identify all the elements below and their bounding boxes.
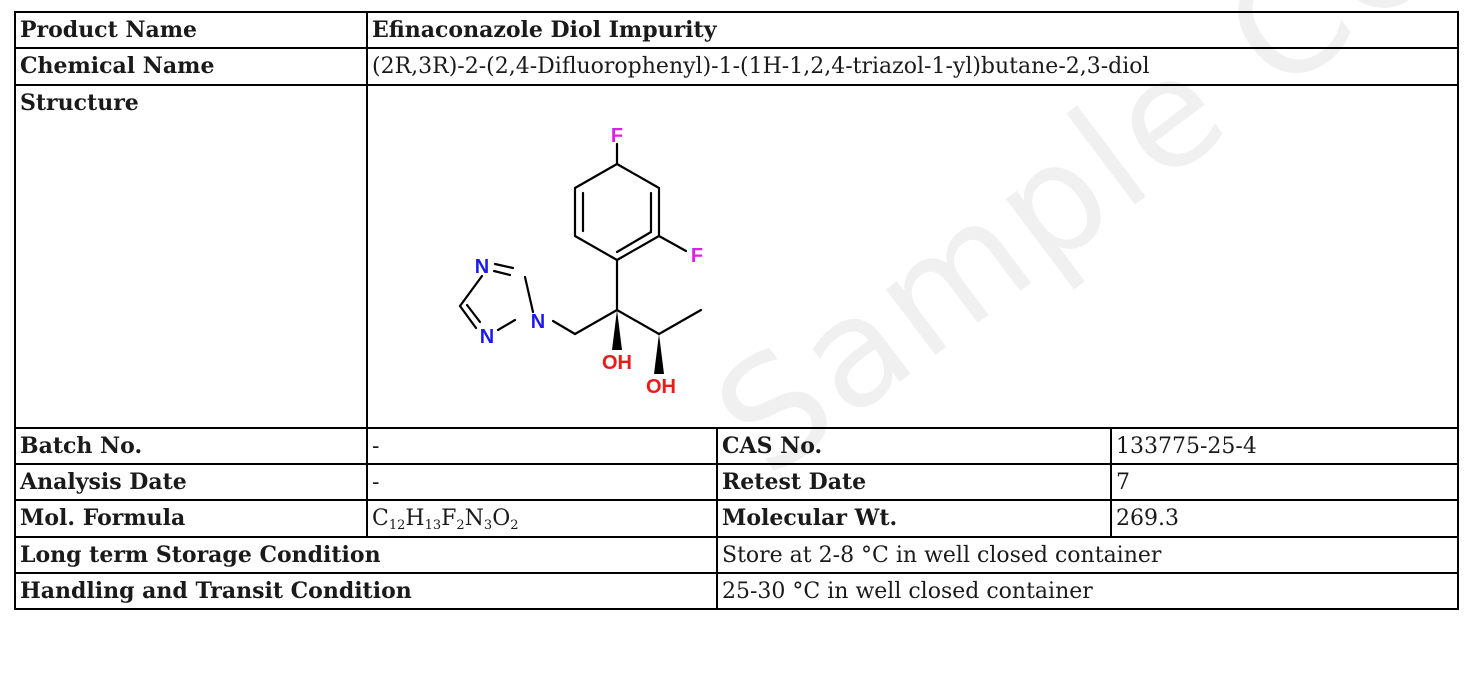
bond xyxy=(492,269,512,277)
atom-fluorine: F xyxy=(611,125,623,147)
batch-value: - xyxy=(366,427,718,465)
wedge-bond xyxy=(612,310,622,350)
chemical-name-value: (2R,3R)-2-(2,4-Difluorophenyl)-1-(1H-1,2… xyxy=(365,47,1460,86)
row-product-name: Product Name Efinaconazole Diol Impurity xyxy=(14,11,1460,49)
wedge-bond xyxy=(654,334,664,374)
storage-value: Store at 2-8 °C in well closed container xyxy=(715,536,1460,574)
coa-table: Product Name Efinaconazole Diol Impurity… xyxy=(14,11,1460,610)
chemical-structure-diagram: F F N N N OH OH xyxy=(458,125,703,394)
atom-nitrogen: N xyxy=(480,326,494,348)
row-chemical-name: Chemical Name (2R,3R)-2-(2,4-Difluorophe… xyxy=(14,47,1460,86)
bond xyxy=(458,274,484,308)
bond xyxy=(615,234,661,262)
bond xyxy=(458,304,478,330)
bond xyxy=(493,262,515,270)
batch-label: Batch No. xyxy=(14,427,368,465)
bond xyxy=(573,308,619,336)
bond xyxy=(551,319,577,336)
atom-hydroxyl: OH xyxy=(646,376,676,394)
bond xyxy=(615,162,661,190)
transit-value: 25-30 °C in well closed container xyxy=(715,572,1460,610)
bond xyxy=(465,303,482,324)
bond xyxy=(615,308,661,336)
bond xyxy=(657,234,688,253)
cas-label: CAS No. xyxy=(716,427,1112,465)
mol-wt-value: 269.3 xyxy=(1109,499,1460,538)
storage-label: Long term Storage Condition xyxy=(14,536,718,574)
bond xyxy=(573,234,619,262)
bond-inner xyxy=(615,230,653,254)
structure-label: Structure xyxy=(14,84,368,429)
formula-value: C12H13F2N3O2 xyxy=(366,499,718,538)
atom-hydroxyl: OH xyxy=(602,352,632,374)
row-storage: Long term Storage Condition Store at 2-8… xyxy=(14,536,1460,574)
bond xyxy=(523,275,535,314)
analysis-date-value: - xyxy=(366,463,718,501)
cas-value: 133775-25-4 xyxy=(1109,427,1460,465)
atom-nitrogen: N xyxy=(531,311,545,333)
row-formula: Mol. Formula C12H13F2N3O2 Molecular Wt. … xyxy=(14,499,1460,538)
atom-fluorine: F xyxy=(691,245,703,267)
chemical-name-label: Chemical Name xyxy=(14,47,368,86)
mol-wt-label: Molecular Wt. xyxy=(716,499,1112,538)
retest-date-value: 7 xyxy=(1109,463,1460,501)
bond xyxy=(573,162,619,190)
row-dates: Analysis Date - Retest Date 7 xyxy=(14,463,1460,501)
row-transit: Handling and Transit Condition 25-30 °C … xyxy=(14,572,1460,610)
product-name-label: Product Name xyxy=(14,11,368,49)
bond xyxy=(657,308,703,336)
row-batch: Batch No. - CAS No. 133775-25-4 xyxy=(14,427,1460,465)
row-structure: Structure xyxy=(14,84,1460,429)
retest-date-label: Retest Date xyxy=(716,463,1112,501)
structure-cell: F F N N N OH OH xyxy=(365,84,1460,429)
formula-label: Mol. Formula xyxy=(14,499,368,538)
product-name-value: Efinaconazole Diol Impurity xyxy=(365,11,1460,49)
transit-label: Handling and Transit Condition xyxy=(14,572,718,610)
bond xyxy=(496,318,517,332)
analysis-date-label: Analysis Date xyxy=(14,463,368,501)
atom-nitrogen: N xyxy=(475,256,489,278)
